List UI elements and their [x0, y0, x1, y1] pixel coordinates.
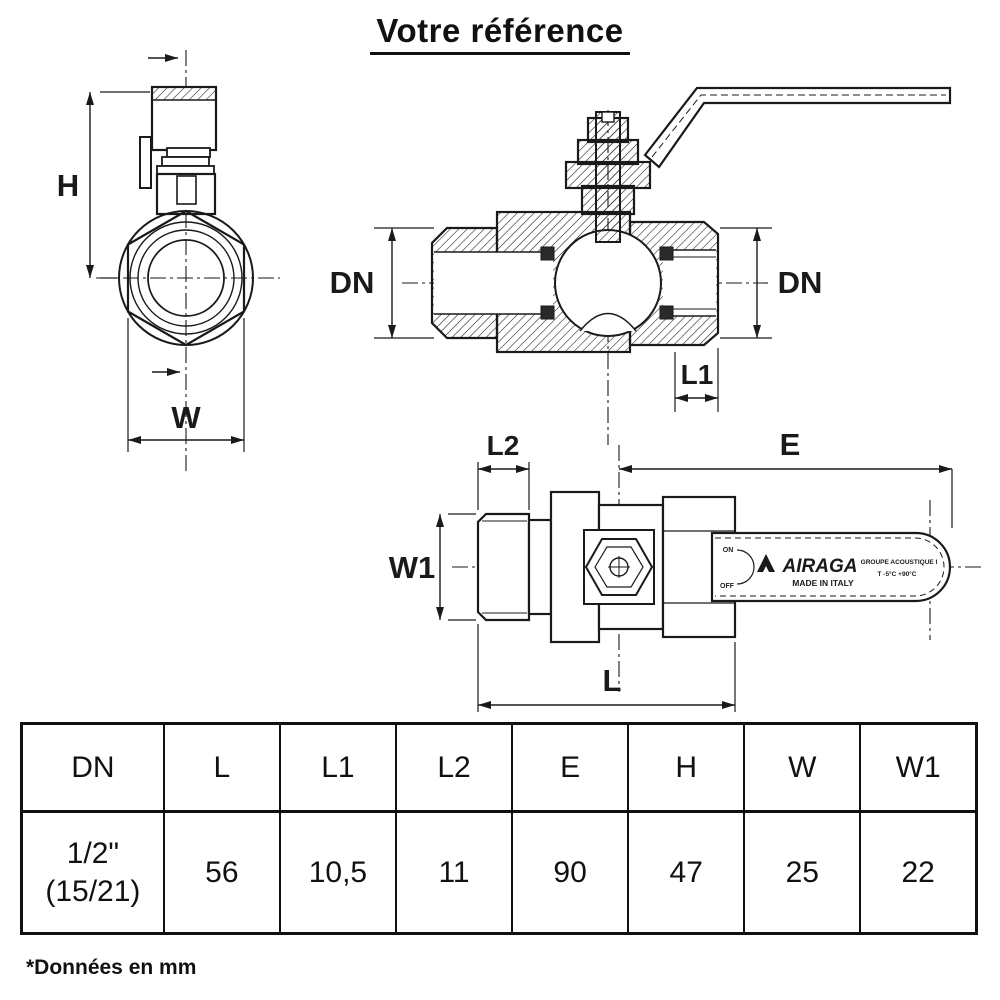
dimension-label-h: H [57, 168, 79, 203]
table-data-row: 1/2" (15/21) 56 10,5 11 90 47 25 22 [20, 810, 978, 935]
handle-off-label: OFF [720, 583, 735, 590]
header-w: W [743, 722, 862, 813]
dimensions-table: DN L L1 L2 E H W W1 1/2" (15/21) 56 10,5… [20, 722, 978, 935]
front-view: H W [57, 50, 280, 472]
collar [527, 518, 553, 616]
dimension-label-l1: L1 [681, 359, 714, 390]
cell-l1: 10,5 [278, 810, 397, 935]
header-h: H [627, 722, 746, 813]
brand-logo-text: AIRAGA [782, 556, 858, 577]
cell-w: 25 [743, 810, 862, 935]
header-l1: L1 [278, 722, 397, 813]
dimension-label-e: E [780, 427, 801, 462]
handle-lever [643, 86, 952, 169]
page-title: Votre référence [0, 12, 1000, 55]
side-section-view: DN DN L1 [330, 86, 952, 445]
hex-body [126, 209, 246, 347]
cell-e: 90 [511, 810, 630, 935]
handle-grip-knurl [651, 94, 946, 158]
bore-left [434, 252, 553, 314]
units-footnote: *Données en mm [26, 956, 197, 979]
male-thread-end [476, 512, 531, 622]
dimension-label-w: W [171, 400, 201, 435]
ball-seat [540, 246, 555, 261]
handle-edge-knurl [715, 537, 945, 597]
cell-dn: 1/2" (15/21) [20, 810, 165, 935]
top-view: ON OFF AIRAGA MADE IN ITALY GROUPE ACOUS… [389, 427, 985, 712]
brand-logo-icon [757, 554, 775, 572]
gland-plate [166, 147, 211, 158]
bore-circle [147, 239, 225, 317]
cell-dn-size: 1/2" [66, 837, 120, 870]
header-l2: L2 [394, 722, 514, 813]
dimension-label-w1: W1 [389, 550, 436, 585]
gland-plate [161, 156, 210, 167]
header-l: L [162, 722, 281, 813]
dimension-label-l: L [603, 663, 622, 698]
acoustic-group-label: GROUPE ACOUSTIQUE I [861, 559, 938, 566]
stem [595, 111, 621, 243]
cell-w1: 22 [859, 810, 978, 935]
cell-l2: 11 [394, 810, 514, 935]
header-e: E [511, 722, 630, 813]
cell-h: 47 [627, 810, 746, 935]
ball-bore-dome [579, 312, 637, 332]
temperature-label: T -5°C +90°C [878, 570, 917, 578]
header-w1: W1 [859, 722, 978, 813]
handle-top [710, 531, 952, 603]
bore-right [663, 250, 716, 316]
dimension-label-l2: L2 [487, 430, 520, 461]
made-in-label: MADE IN ITALY [792, 578, 854, 588]
stem-end [176, 175, 197, 205]
cell-l: 56 [162, 810, 281, 935]
dimension-label-dn-right: DN [778, 265, 823, 300]
cell-dn-metric: (15/21) [45, 874, 141, 908]
handle-grip-band [151, 86, 217, 101]
handle-on-label: ON [723, 547, 734, 554]
ball-seat [659, 246, 674, 261]
thread-circle [137, 229, 235, 327]
ball-seat [540, 305, 555, 320]
dimension-label-dn-left: DN [330, 265, 375, 300]
thread-circle [129, 221, 243, 335]
on-off-arc [736, 549, 755, 585]
header-dn: DN [20, 722, 165, 813]
ball-seat [659, 305, 674, 320]
valve-technical-drawing: H W [57, 50, 985, 712]
table-header-row: DN L L1 L2 E H W W1 [20, 722, 978, 813]
gland-plate [156, 165, 215, 175]
stem-slot [601, 111, 615, 123]
stem-hex-inner [594, 546, 644, 588]
handle-latch [139, 136, 152, 189]
